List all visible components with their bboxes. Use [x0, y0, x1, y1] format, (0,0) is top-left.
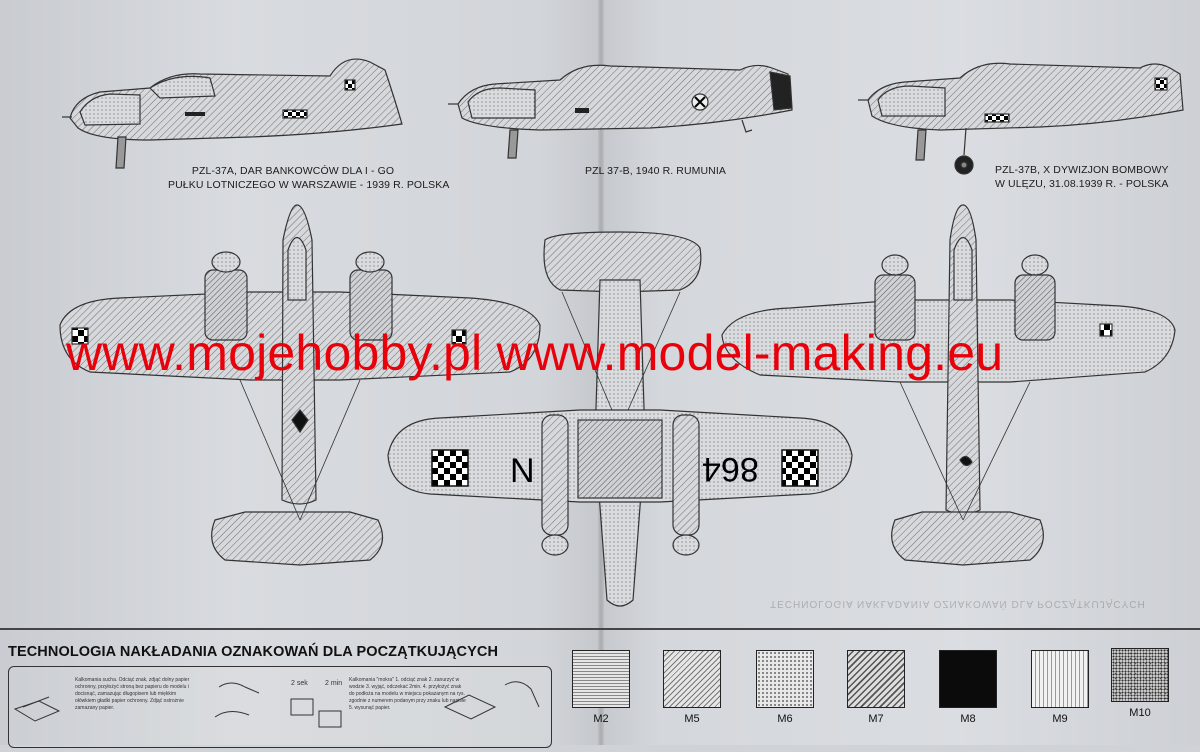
dry-decal-line-1: Kalkomania sucha. Odciąć znak, zdjąć dol…	[75, 677, 190, 683]
swatch-m7-label: M7	[868, 713, 884, 725]
wet-decal-line-3: do podłoża na modelu w miejscu pokazanym…	[349, 691, 465, 697]
swatch-m5-label: M5	[684, 713, 700, 725]
caption-plane-3-line-2: W ULĘZU, 31.08.1939 r. - POLSKA	[995, 178, 1169, 190]
swatch-m9-pattern	[1031, 650, 1089, 708]
side-view-pzl37b-x-dywizjon	[858, 62, 1184, 175]
wet-decal-line-1: Kalkomania "mokra" 1. odciąć znak 2. zan…	[349, 677, 460, 683]
swatch-m8: M8	[938, 650, 998, 725]
swatch-m6-pattern	[756, 650, 814, 708]
swatch-m8-pattern	[939, 650, 997, 708]
swatch-m2: M2	[571, 650, 631, 725]
swatch-m6-label: M6	[777, 713, 793, 725]
caption-plane-2: PZL 37-B, 1940 r. RUMUNIA	[585, 164, 745, 178]
swatch-m10-pattern	[1111, 648, 1169, 702]
swatch-m9-label: M9	[1052, 713, 1068, 725]
swatch-m6: M6	[755, 650, 815, 725]
side-view-pzl37a	[62, 58, 403, 169]
caption-plane-1-line-1: PZL-37A, DAR BANKOWCÓW DLA I - GO	[191, 165, 395, 177]
swatch-m2-pattern	[572, 650, 630, 708]
swatch-m10: M10	[1110, 648, 1170, 719]
swatch-m5: M5	[662, 650, 722, 725]
instructions-panel: TECHNOLOGIA NAKŁADANIA OZNAKOWAŃ DLA POC…	[0, 628, 1200, 748]
swatch-m5-pattern	[663, 650, 721, 708]
wet-decal-line-5: 5. wysunąć papier.	[349, 705, 390, 711]
time-label-2: 2 min	[325, 680, 342, 687]
dry-decal-line-3: docisnąć, zamazując długopisem lub miękk…	[75, 691, 176, 697]
dry-decal-line-4: ołówkiem gładki papier ochronny. Zdjąć o…	[75, 698, 184, 704]
wing-number: 864	[702, 450, 759, 488]
caption-plane-1: PZL-37A, DAR BANKOWCÓW DLA I - GO PUŁKU …	[168, 164, 450, 192]
instructions-title: TECHNOLOGIA NAKŁADANIA OZNAKOWAŃ DLA POC…	[8, 644, 499, 660]
instructions-diagram: Kalkomania sucha. Odciąć znak, zdjąć dol…	[13, 677, 540, 728]
watermark-text: www.mojehobby.pl www.model-making.eu	[66, 325, 1004, 381]
swatch-m7: M7	[846, 650, 906, 725]
swatch-m10-label: M10	[1129, 707, 1151, 719]
swatch-m9: M9	[1030, 650, 1090, 725]
wet-decal-line-4: zgodnie z numerem podanym przy znaku lub…	[349, 698, 466, 704]
side-view-pzl37b-rumunia	[448, 64, 793, 159]
wing-letter: N	[510, 452, 535, 490]
caption-plane-1-line-2: PUŁKU LOTNICZEGO W WARSZAWIE - 1939 r. P…	[168, 179, 450, 191]
show-through-text: TECHNOLOGIA NAKŁADANIA OZNAKOWAŃ DLA POC…	[770, 598, 1146, 609]
caption-plane-3: PZL-37B, X DYWIZJON BOMBOWY W ULĘZU, 31.…	[995, 163, 1169, 191]
dry-decal-line-2: ochronny, przyłożyć stroną bez papieru d…	[75, 684, 189, 690]
swatch-m2-label: M2	[593, 713, 609, 725]
time-label-1: 2 sek	[291, 680, 308, 687]
bottom-view-center: N 864	[387, 231, 853, 607]
swatch-m8-label: M8	[960, 713, 976, 725]
instructions-box: Kalkomania sucha. Odciąć znak, zdjąć dol…	[8, 666, 552, 748]
caption-plane-2-line-1: PZL 37-B, 1940 r. RUMUNIA	[585, 165, 726, 177]
top-view-3	[721, 204, 1176, 566]
wet-decal-line-2: wodzie 3. wyjąć, odczekać 2min. 4. przył…	[349, 684, 462, 690]
aircraft-drawings: N 864	[59, 58, 1184, 607]
swatch-m7-pattern	[847, 650, 905, 708]
dry-decal-line-5: zamazany papier.	[75, 705, 114, 711]
caption-plane-3-line-1: PZL-37B, X DYWIZJON BOMBOWY	[995, 164, 1169, 176]
top-view-1	[59, 204, 541, 566]
